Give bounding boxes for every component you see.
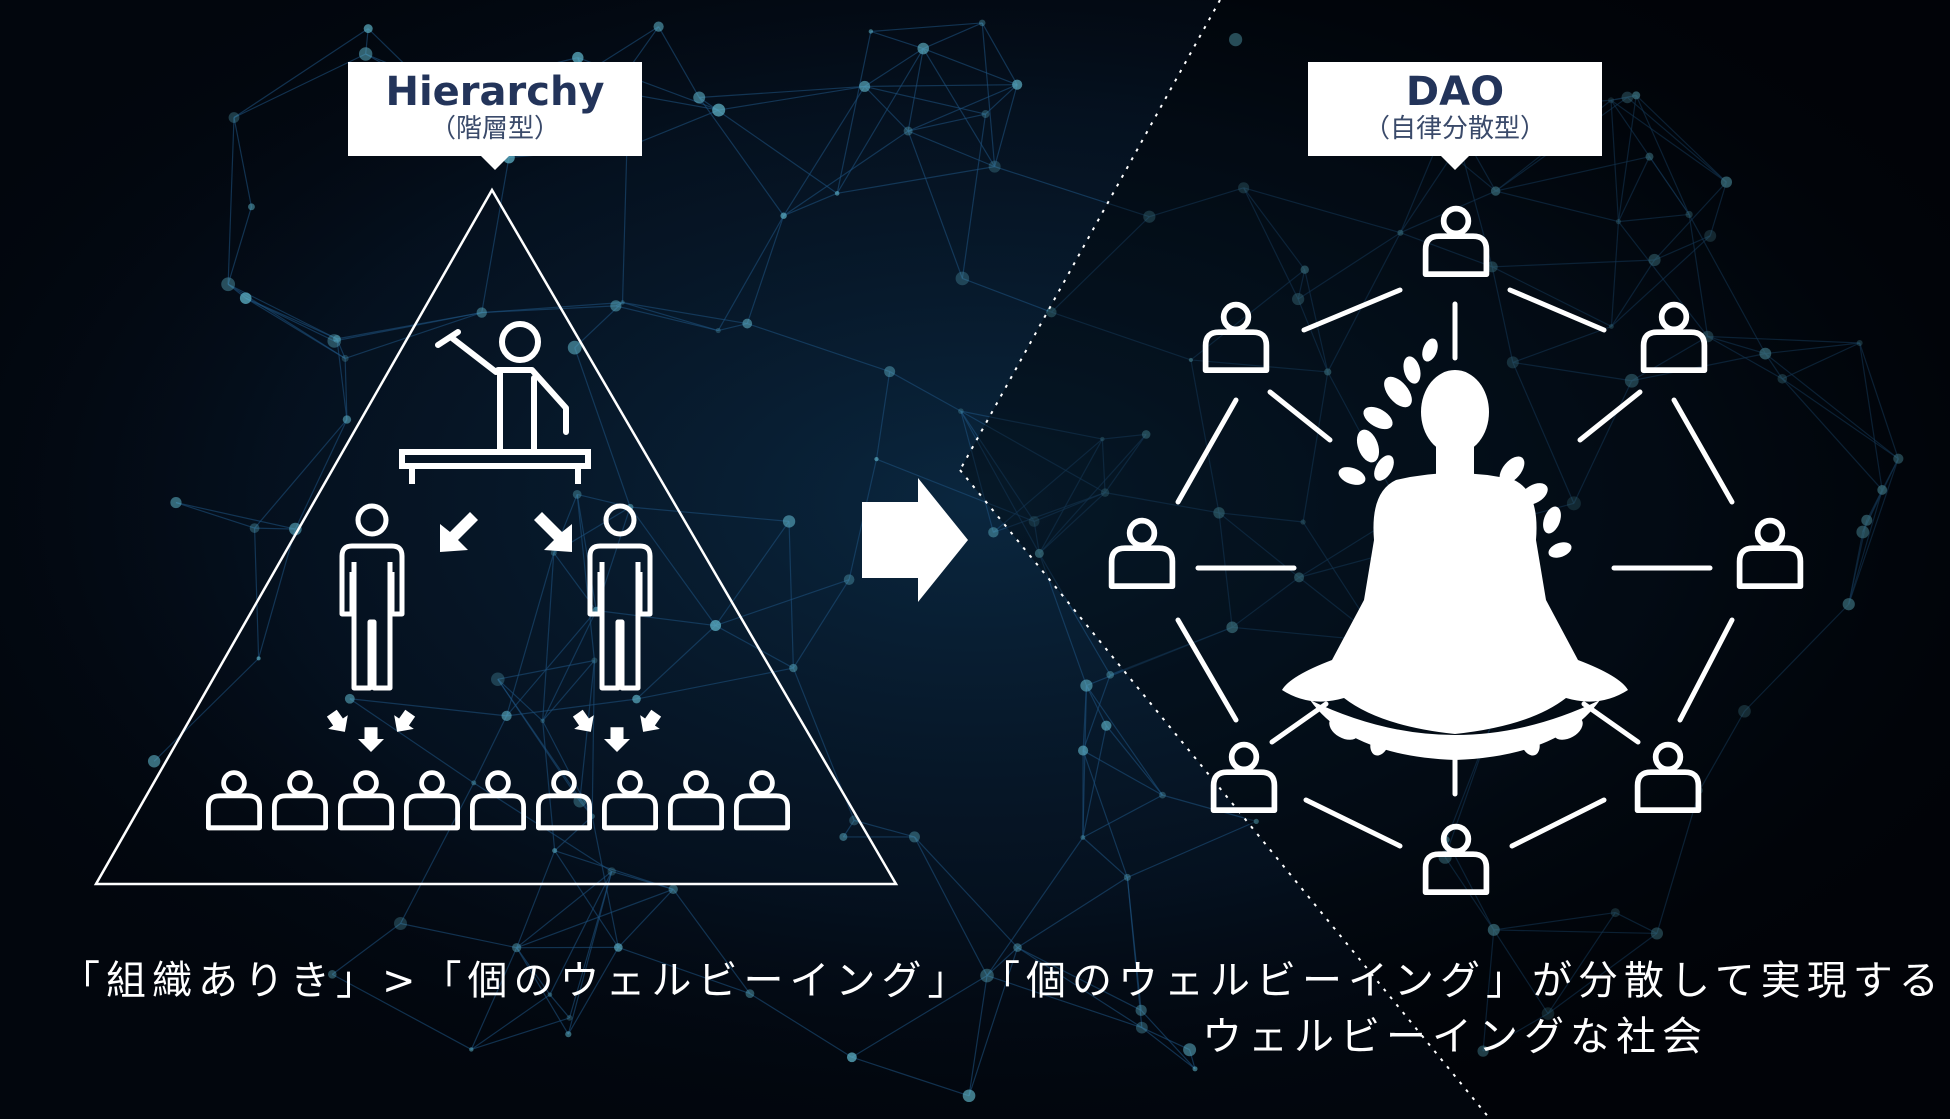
network-node <box>620 300 624 304</box>
network-node <box>607 867 615 875</box>
dao-caption-line2: ウェルビーイングな社会 <box>980 1004 1930 1062</box>
network-node <box>654 22 664 32</box>
network-node <box>884 366 895 377</box>
network-node <box>1159 792 1166 799</box>
network-node <box>1193 1066 1198 1071</box>
network-node <box>148 755 160 767</box>
network-node <box>869 29 873 33</box>
network-node <box>591 657 597 663</box>
dao-title: DAO <box>1308 62 1602 114</box>
network-node <box>963 1089 976 1102</box>
hierarchy-label: Hierarchy （階層型） <box>348 62 642 156</box>
network-node <box>567 1015 573 1021</box>
network-node <box>1101 721 1111 731</box>
network-node <box>789 664 797 672</box>
network-node <box>1124 874 1131 881</box>
network-node <box>1012 80 1022 90</box>
network-node <box>917 43 929 55</box>
network-node <box>343 415 351 423</box>
network-node <box>783 515 795 527</box>
network-node <box>257 656 261 660</box>
network-node <box>904 127 913 136</box>
dao-label: DAO （自律分散型） <box>1308 62 1602 156</box>
network-node <box>229 112 240 123</box>
network-node <box>469 1047 473 1051</box>
network-node <box>909 831 920 842</box>
network-node <box>835 191 840 196</box>
network-node <box>716 328 721 333</box>
dao-subtitle: （自律分散型） <box>1308 114 1602 144</box>
network-node <box>859 81 870 92</box>
network-node <box>345 694 355 704</box>
network-node <box>240 292 252 304</box>
network-node <box>1080 835 1085 840</box>
network-node <box>693 92 705 104</box>
network-node <box>364 24 373 33</box>
network-node <box>359 47 372 60</box>
network-node <box>712 104 725 117</box>
network-node <box>982 110 990 118</box>
network-node <box>844 574 855 585</box>
network-node <box>710 620 721 631</box>
network-node <box>1080 679 1092 691</box>
network-node <box>471 780 476 785</box>
network-node <box>394 917 407 930</box>
network-node <box>988 527 998 537</box>
network-node <box>847 1052 857 1062</box>
network-node <box>610 300 621 311</box>
hierarchy-caption: 「組織ありき」>「個のウェルビーイング」 <box>60 948 920 1006</box>
network-node <box>552 848 557 853</box>
network-node <box>742 319 752 329</box>
network-node <box>573 490 582 499</box>
hierarchy-subtitle: （階層型） <box>348 114 642 144</box>
hierarchy-title: Hierarchy <box>348 62 642 114</box>
network-node <box>248 203 255 210</box>
network-node <box>565 1031 571 1037</box>
network-node <box>221 277 235 291</box>
network-node <box>342 355 349 362</box>
dao-caption-line1: 「個のウェルビーイング」が分散して実現する <box>980 948 1930 1006</box>
network-node <box>780 213 786 219</box>
network-node <box>958 408 964 414</box>
network-node <box>477 307 487 317</box>
network-node <box>333 335 341 343</box>
network-node <box>669 885 678 894</box>
hierarchy-label-pointer <box>481 156 509 170</box>
dao-label-pointer <box>1441 156 1469 170</box>
network-node <box>979 20 986 27</box>
network-node <box>989 161 1001 173</box>
network-node <box>874 457 878 461</box>
network-node <box>1106 671 1114 679</box>
network-node <box>491 672 505 686</box>
network-node <box>170 497 181 508</box>
network-node <box>632 695 641 704</box>
network-node <box>540 719 545 724</box>
network-node <box>839 833 847 841</box>
network-node <box>250 523 260 533</box>
network-node <box>956 272 970 286</box>
network-node <box>501 711 511 721</box>
network-node <box>1078 745 1088 755</box>
